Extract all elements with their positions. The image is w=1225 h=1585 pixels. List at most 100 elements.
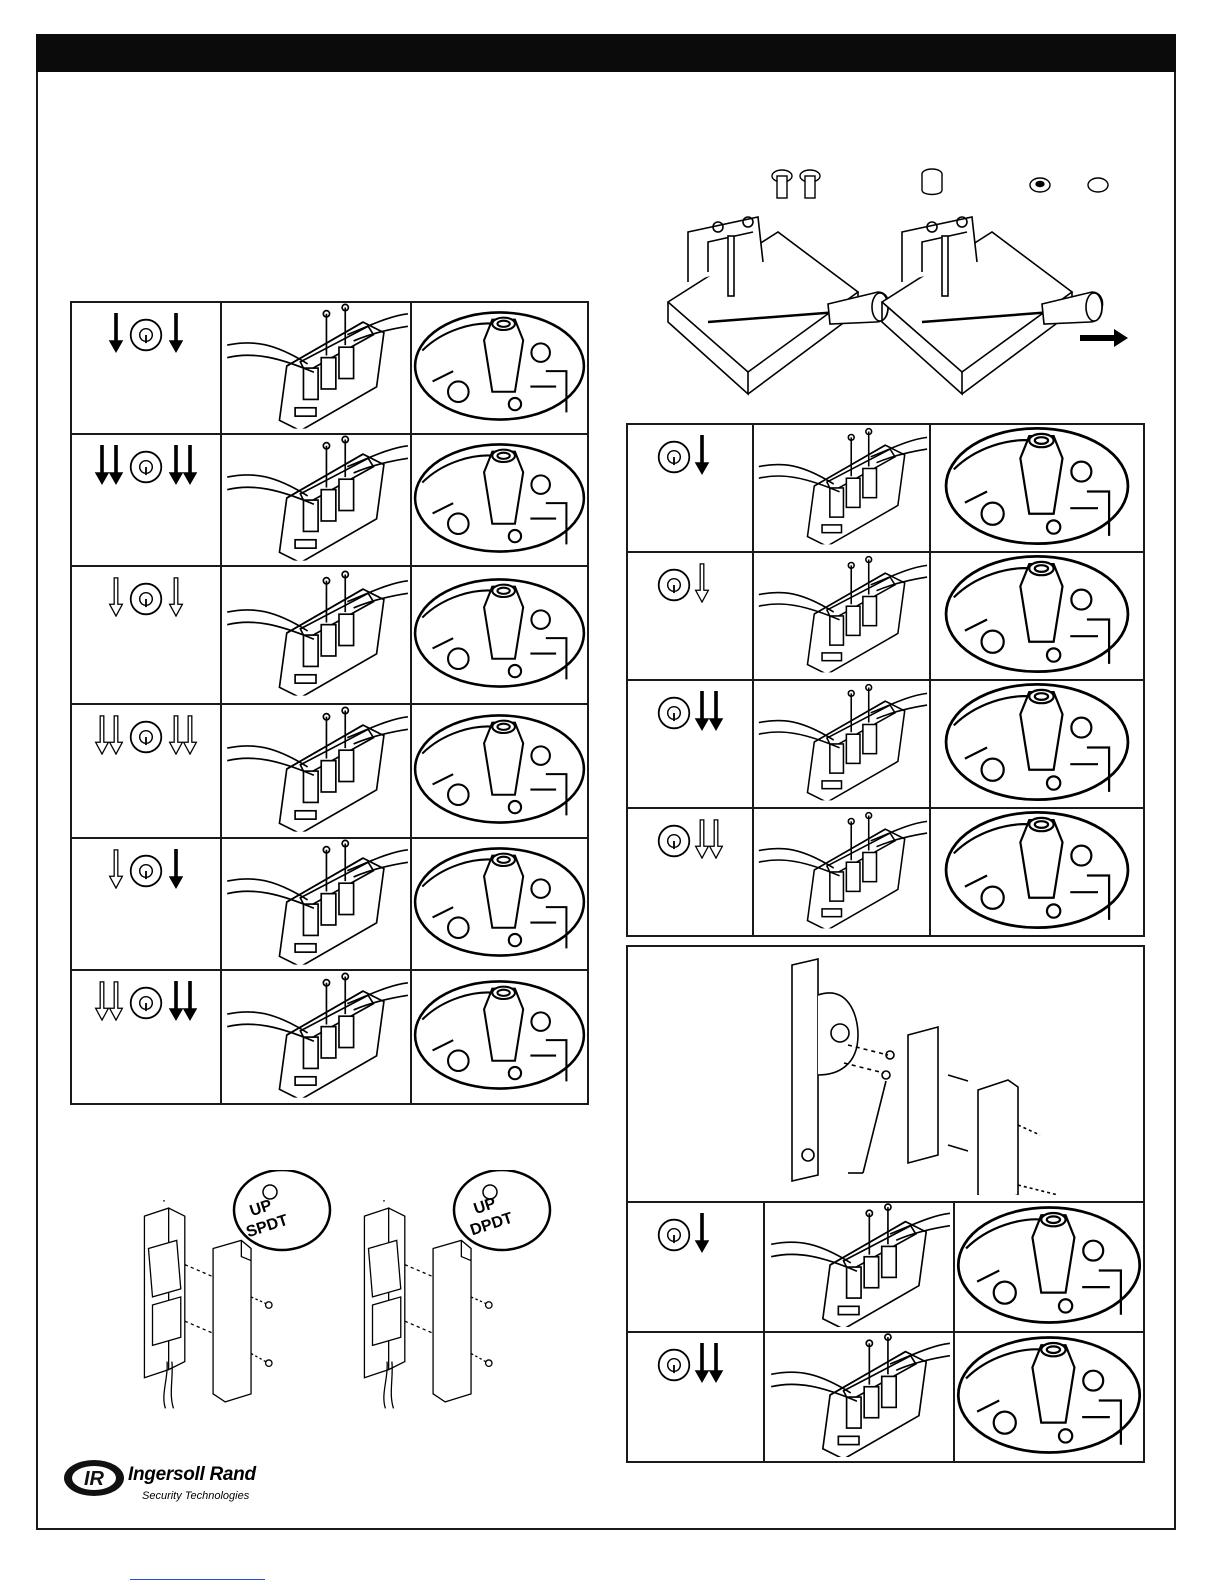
logo-mark: IR xyxy=(84,1468,105,1490)
switch-assembly-icon xyxy=(222,303,410,429)
direction-symbol xyxy=(72,971,220,1031)
hollow-down-arrow-icon xyxy=(184,716,197,754)
config-row xyxy=(71,704,588,838)
key-cylinder-icon xyxy=(659,1220,690,1251)
housing-detail-icon xyxy=(412,567,587,699)
solid-down-arrow-icon xyxy=(169,445,184,485)
housing-detail-icon xyxy=(412,839,587,965)
hollow-down-arrow-icon xyxy=(696,564,709,602)
hollow-down-arrow-icon xyxy=(696,820,709,858)
hollow-down-arrow-icon xyxy=(710,820,723,858)
housing-detail-icon xyxy=(412,435,587,561)
housing-detail-icon xyxy=(955,1203,1143,1327)
left-config-table xyxy=(70,301,589,1105)
right-config-table xyxy=(626,423,1145,937)
key-cylinder-icon xyxy=(131,452,162,483)
key-cylinder-icon xyxy=(659,1350,690,1381)
switch-assembly-icon xyxy=(765,1333,953,1457)
housing-detail-icon xyxy=(931,809,1143,931)
key-cylinder-icon xyxy=(131,988,162,1019)
config-row xyxy=(71,838,588,970)
dpdt-cover-diagram: UP DPDT xyxy=(340,1170,560,1410)
config-row xyxy=(71,970,588,1104)
header-bar xyxy=(36,34,1176,72)
direction-symbol xyxy=(72,705,220,765)
housing-detail-icon xyxy=(412,971,587,1099)
direction-symbol xyxy=(628,425,752,485)
ir-logo-icon: IR xyxy=(62,1458,126,1498)
switch-assembly-icon xyxy=(754,809,929,931)
washer-icons xyxy=(1026,174,1116,196)
key-cylinder-icon xyxy=(659,826,690,857)
solid-down-arrow-icon xyxy=(169,981,184,1021)
solid-down-arrow-icon xyxy=(695,691,710,731)
config-row xyxy=(627,424,1144,552)
direction-symbol xyxy=(72,839,220,899)
hollow-down-arrow-icon xyxy=(110,578,123,616)
switch-assembly-icon xyxy=(754,681,929,803)
switch-assembly-icon xyxy=(222,435,410,561)
solid-down-arrow-icon xyxy=(183,445,198,485)
housing-detail-icon xyxy=(955,1333,1143,1457)
switch-assembly-icon xyxy=(765,1203,953,1327)
hollow-down-arrow-icon xyxy=(170,578,183,616)
solid-down-arrow-icon xyxy=(109,313,124,353)
solid-down-arrow-icon xyxy=(695,435,710,475)
solid-down-arrow-icon xyxy=(95,445,110,485)
hollow-down-arrow-icon xyxy=(110,716,123,754)
config-row xyxy=(627,1202,1144,1332)
direction-symbol xyxy=(628,809,752,869)
housing-detail-icon xyxy=(931,425,1143,547)
brand-name: Ingersoll Rand xyxy=(128,1464,256,1486)
direction-symbol xyxy=(72,303,220,363)
config-row xyxy=(627,1332,1144,1462)
exploded-cover-diagram xyxy=(628,947,1143,1201)
direction-symbol xyxy=(628,1333,763,1393)
housing-detail-icon xyxy=(412,303,587,429)
hollow-down-arrow-icon xyxy=(110,850,123,888)
solid-down-arrow-icon xyxy=(709,1343,724,1383)
key-cylinder-icon xyxy=(131,320,162,351)
solid-down-arrow-icon xyxy=(695,1343,710,1383)
config-row xyxy=(71,566,588,704)
switch-assembly-icon xyxy=(222,971,410,1099)
config-row xyxy=(627,552,1144,680)
solid-down-arrow-icon xyxy=(695,1213,710,1253)
brand-division: Security Technologies xyxy=(142,1490,249,1502)
switch-assembly-icon xyxy=(222,705,410,833)
switch-assembly-icon xyxy=(754,425,929,547)
hollow-down-arrow-icon xyxy=(110,982,123,1020)
solid-down-arrow-icon xyxy=(709,691,724,731)
housing-detail-icon xyxy=(931,553,1143,675)
hollow-down-arrow-icon xyxy=(96,716,109,754)
key-cylinder-icon xyxy=(659,442,690,473)
hollow-down-arrow-icon xyxy=(170,716,183,754)
direction-symbol xyxy=(628,681,752,741)
spacer-pins-icon xyxy=(770,168,830,202)
solid-down-arrow-icon xyxy=(169,313,184,353)
config-row xyxy=(627,808,1144,936)
direction-symbol xyxy=(72,567,220,627)
spacer-cap-icon xyxy=(918,168,946,198)
key-cylinder-icon xyxy=(659,698,690,729)
switch-assembly-icon xyxy=(222,839,410,965)
spdt-cover-diagram: UP SPDT xyxy=(120,1170,340,1410)
footer-link-underline[interactable] xyxy=(130,1579,265,1580)
direction-symbol xyxy=(628,553,752,613)
key-cylinder-icon xyxy=(131,584,162,615)
solid-down-arrow-icon xyxy=(109,445,124,485)
config-row xyxy=(71,434,588,566)
key-cylinder-icon xyxy=(131,856,162,887)
solid-down-arrow-icon xyxy=(169,849,184,889)
key-cylinder-icon xyxy=(659,570,690,601)
config-row xyxy=(71,302,588,434)
housing-detail-icon xyxy=(931,681,1143,803)
switch-removal-right-icon xyxy=(862,212,1122,402)
pull-direction-arrow-icon xyxy=(1080,328,1130,348)
direction-symbol xyxy=(628,1203,763,1263)
direction-symbol xyxy=(72,435,220,495)
solid-down-arrow-icon xyxy=(183,981,198,1021)
key-cylinder-icon xyxy=(131,722,162,753)
switch-assembly-icon xyxy=(222,567,410,699)
housing-detail-icon xyxy=(412,705,587,833)
